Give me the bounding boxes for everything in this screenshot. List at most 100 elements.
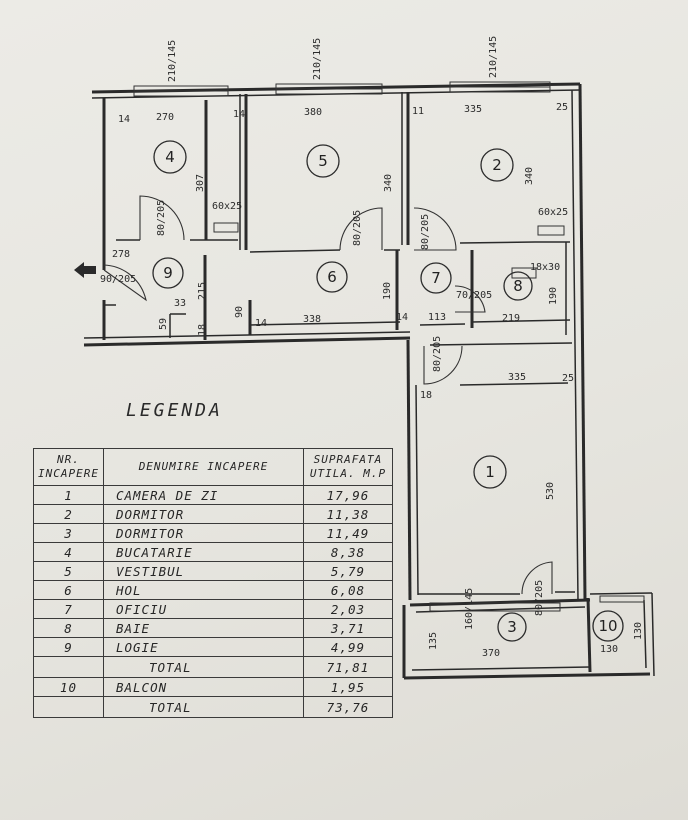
cell-name: DORMITOR: [102, 504, 304, 524]
dim-label: 60x25: [538, 207, 568, 218]
legend-header-row: NR. INCAPERE DENUMIRE INCAPERE SUPRAFATA…: [33, 448, 393, 486]
cell-nr: 6: [33, 580, 104, 600]
doors: [103, 195, 565, 595]
walls: [83, 82, 655, 680]
dim-label: 18: [197, 324, 208, 336]
legend-table: NR. INCAPERE DENUMIRE INCAPERE SUPRAFATA…: [33, 448, 393, 718]
cell-name: DORMITOR: [102, 523, 304, 543]
dim-label: 135: [428, 632, 439, 650]
dim-label: 80/205: [352, 210, 363, 246]
dim-label: 70/205: [456, 290, 492, 301]
cell-nr: 3: [33, 523, 104, 543]
dim-label: 25: [556, 102, 568, 113]
table-row: 3 DORMITOR 11,49: [33, 523, 393, 543]
table-row: 2 DORMITOR 11,38: [33, 504, 393, 524]
dim-label: 25: [562, 373, 574, 384]
room-number-10: 10: [598, 617, 617, 635]
dim-label: 80/205: [420, 214, 431, 250]
dim-label: 338: [303, 314, 321, 325]
cell-name: BALCON: [102, 677, 304, 697]
room-number-2: 2: [492, 156, 502, 174]
cell-nr: 7: [33, 599, 104, 619]
dim-label: 80/205: [534, 580, 545, 616]
cell-nr: 4: [33, 542, 104, 562]
dim-label: 33: [174, 298, 186, 309]
dim-label: 60x25: [212, 201, 242, 212]
dim-label: 14: [118, 114, 130, 125]
dim-label: 80/205: [156, 200, 167, 236]
cell-name: BUCATARIE: [102, 542, 304, 562]
dim-label: 190: [382, 282, 393, 300]
cell-name: VESTIBUL: [102, 561, 304, 581]
cell-area: 1,95: [302, 677, 393, 697]
dimension-labels: 210/145 210/145 210/145 270 380 335 14 1…: [100, 36, 644, 659]
cell-nr: 5: [33, 561, 104, 581]
room-number-4: 4: [165, 148, 175, 166]
header-area: SUPRAFATA UTILA. M.P: [302, 448, 393, 486]
room-number-6: 6: [327, 268, 337, 286]
subtotal-label: TOTAL: [102, 656, 304, 678]
room-number-5: 5: [318, 152, 328, 170]
legend-title: LEGENDA: [126, 400, 223, 421]
dim-label: 14: [233, 109, 245, 120]
cell-name: LOGIE: [102, 637, 304, 657]
dim-label: 14: [255, 318, 267, 329]
dim-label: 90: [234, 306, 245, 318]
total-label: TOTAL: [102, 696, 304, 718]
dim-label: 90/205: [100, 274, 136, 285]
cell-area: 3,71: [302, 618, 393, 638]
room-labels: 4 5 2 9 6 7 8 1 3 10: [152, 140, 624, 642]
dim-label: 340: [524, 167, 535, 185]
cell-nr: 2: [33, 504, 104, 524]
cell-area: 8,38: [302, 542, 393, 562]
dim-label: 11: [412, 106, 424, 117]
table-row: 7 OFICIU 2,03: [33, 599, 393, 619]
cell-area: 11,38: [302, 504, 393, 524]
total-row: TOTAL 73,76: [33, 696, 393, 718]
dim-label: 160/145: [464, 588, 475, 630]
cell-nr: [33, 696, 104, 718]
dim-label: 130: [600, 644, 618, 655]
dim-label: 130: [633, 622, 644, 640]
dim-label: 380: [304, 107, 322, 118]
cell-area: 17,96: [302, 485, 393, 505]
dim-label: 370: [482, 648, 500, 659]
balcony-row: 10 BALCON 1,95: [33, 677, 393, 697]
cell-nr: [33, 656, 104, 678]
dim-label: 278: [112, 249, 130, 260]
header-name: DENUMIRE INCAPERE: [102, 448, 304, 486]
total-area: 73,76: [302, 696, 393, 718]
dim-label: 80/205: [432, 336, 443, 372]
dim-label: 210/145: [488, 36, 499, 78]
room-number-8: 8: [513, 277, 523, 295]
dim-label: 59: [158, 318, 169, 330]
cell-area: 4,99: [302, 637, 393, 657]
room-number-1: 1: [485, 463, 495, 481]
cell-nr: 10: [33, 677, 104, 697]
table-row: 6 HOL 6,08: [33, 580, 393, 600]
cell-name: OFICIU: [102, 599, 304, 619]
dim-label: 530: [545, 482, 556, 500]
dim-label: 210/145: [312, 38, 323, 80]
dim-label: 219: [502, 313, 520, 324]
dim-label: 18x30: [530, 262, 560, 273]
cell-area: 5,79: [302, 561, 393, 581]
subtotal-row: TOTAL 71,81: [33, 656, 393, 678]
table-row: 4 BUCATARIE 8,38: [33, 542, 393, 562]
dim-label: 307: [195, 174, 206, 192]
header-nr: NR. INCAPERE: [33, 448, 104, 486]
dim-label: 190: [548, 287, 559, 305]
table-row: 8 BAIE 3,71: [33, 618, 393, 638]
table-row: 9 LOGIE 4,99: [33, 637, 393, 657]
room-number-3: 3: [507, 618, 517, 636]
cell-area: 6,08: [302, 580, 393, 600]
dim-label: 335: [464, 104, 482, 115]
cell-name: CAMERA DE ZI: [102, 485, 304, 505]
subtotal-area: 71,81: [302, 656, 393, 678]
dim-label: 14: [396, 312, 408, 323]
dim-label: 18: [420, 390, 432, 401]
cell-name: HOL: [102, 580, 304, 600]
table-row: 1 CAMERA DE ZI 17,96: [33, 485, 393, 505]
